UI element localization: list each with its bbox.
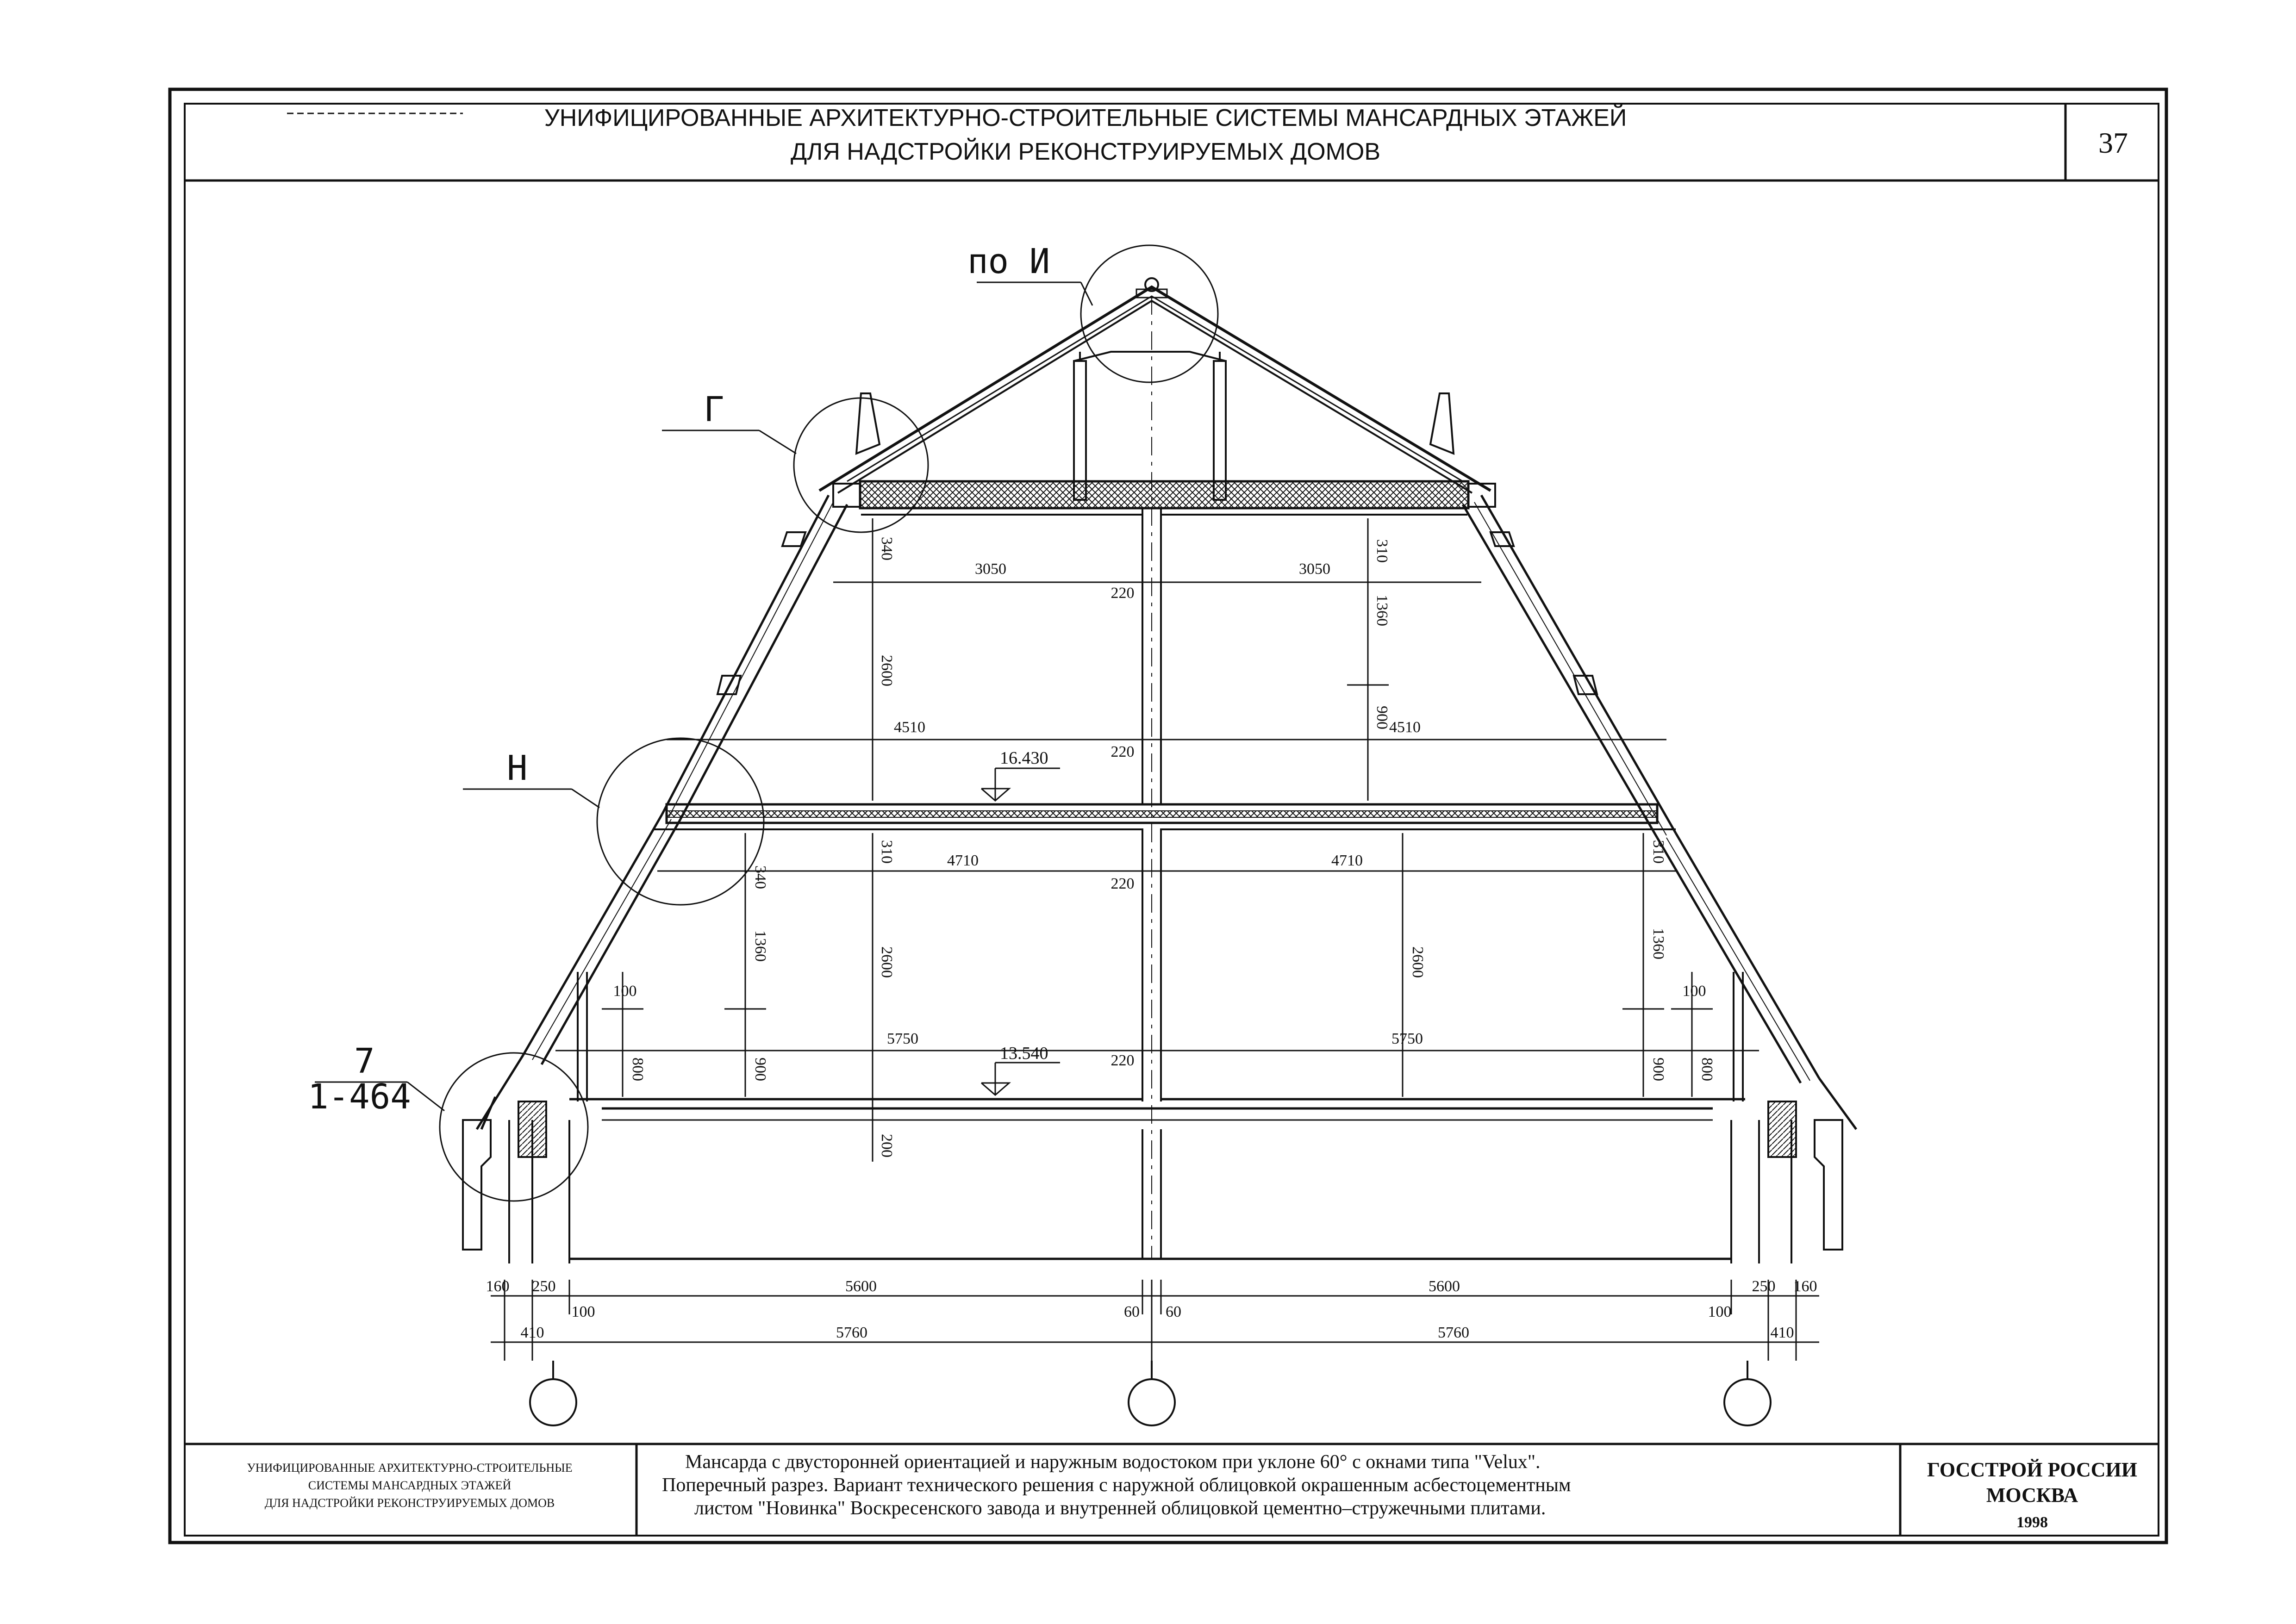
dim-lower-left-1360: 1360 [752, 930, 769, 962]
tb-mid-line1: Мансарда с двусторонней ориентацией и на… [685, 1451, 1541, 1473]
existing-walls [508, 1101, 1797, 1263]
header: УНИФИЦИРОВАННЫЕ АРХИТЕКТУРНО-СТРОИТЕЛЬНЫ… [185, 104, 2159, 182]
dim-base-left-900: 900 [752, 1058, 769, 1081]
tb-left-line2: СИСТЕМЫ МАНСАРДНЫХ ЭТАЖЕЙ [308, 1479, 512, 1492]
dim-base-wall: 220 [1111, 1052, 1135, 1069]
dim-bottom-410-right: 410 [1771, 1324, 1794, 1341]
dim-base-right-800: 800 [1698, 1058, 1716, 1081]
level-markers [981, 767, 1060, 1096]
header-title-line2: ДЛЯ НАДСТРОЙКИ РЕКОНСТРУИРУЕМЫХ ДОМОВ [791, 138, 1380, 165]
dim-bottom-250-left: 250 [532, 1278, 556, 1295]
dim-lower-left-100: 100 [613, 983, 637, 1000]
dim-base-right-span: 5750 [1391, 1030, 1423, 1047]
dim-base-right-900: 900 [1650, 1058, 1667, 1081]
dim-base-200: 200 [878, 1134, 895, 1157]
inner-frame [184, 103, 2159, 1537]
tb-mid-line3: листом "Новинка" Воскресенского завода и… [694, 1498, 1546, 1519]
dim-upper-right-vert2: 900 [1373, 706, 1391, 729]
dim-upper-right-vert: 1360 [1373, 595, 1391, 626]
dim-base-left-span: 5750 [887, 1030, 918, 1047]
axis-circles [529, 1378, 1772, 1426]
dim-upper-wall: 220 [1111, 585, 1135, 602]
dim-bottom-250-right: 250 [1752, 1278, 1776, 1295]
dim-lower-right-span: 4710 [1331, 852, 1363, 869]
bottom-dim-chain [491, 1280, 1819, 1361]
dim-bottom-60-left: 60 [1124, 1303, 1140, 1320]
central-wall [1142, 296, 1162, 1259]
left-mansard-wall [475, 494, 849, 1130]
section-drawing [315, 244, 1858, 1379]
dim-upper-right-span: 3050 [1299, 560, 1330, 578]
dim-bottom-60-right: 60 [1166, 1303, 1181, 1320]
callout-knee: Н [507, 748, 528, 788]
callout-eave-upper: Г [704, 390, 724, 429]
tb-right-line3: 1998 [2016, 1514, 2048, 1531]
vertical-dim-lines [622, 518, 1693, 1162]
dim-bottom-5600-right: 5600 [1429, 1278, 1460, 1295]
ridge-posts [1073, 351, 1227, 501]
callout-leaders [315, 281, 1093, 1112]
tb-right-line1: ГОССТРОЙ РОССИИ [1927, 1458, 2137, 1481]
dim-bottom-410-left: 410 [521, 1324, 544, 1341]
dim-lower-wall: 220 [1111, 875, 1135, 892]
dim-lower-right-100: 100 [1683, 983, 1706, 1000]
dim-lower-right-1360: 1360 [1650, 928, 1667, 959]
dim-mid-right-span: 4510 [1389, 719, 1421, 736]
dim-mid-left-span: 4510 [894, 719, 925, 736]
callout-ridge: по И [967, 242, 1050, 281]
dim-upper-left-span: 3050 [975, 560, 1006, 578]
dim-bottom-5760-right: 5760 [1438, 1324, 1469, 1341]
right-mansard-wall [1461, 494, 1858, 1130]
vent-caps [855, 392, 1455, 455]
tb-right-line2: МОСКВА [1986, 1484, 2078, 1506]
dim-bottom-160-right: 160 [1794, 1278, 1817, 1295]
mansard-knee-walls [577, 972, 1744, 1101]
header-title-line1: УНИФИЦИРОВАННЫЕ АРХИТЕКТУРНО-СТРОИТЕЛЬНЫ… [544, 104, 1627, 131]
detail-circles [439, 244, 1219, 1202]
dim-ticks [602, 684, 1713, 1010]
dim-bottom-5600-left: 5600 [845, 1278, 877, 1295]
axis-bubble-center [1128, 1378, 1176, 1426]
lower-floor-slab [569, 1098, 1745, 1121]
dim-bottom-5760-left: 5760 [836, 1324, 867, 1341]
axis-bubble-left [529, 1378, 577, 1426]
tb-mid-line2: Поперечный разрез. Вариант технического … [662, 1475, 1571, 1496]
mid-floor-slab [653, 803, 1676, 830]
dim-upper-height: 2600 [878, 655, 895, 686]
dim-bottom-160-left: 160 [486, 1278, 510, 1295]
dim-upper-slab-left: 340 [878, 537, 895, 560]
axis-bubbles [552, 1361, 1748, 1379]
dim-upper-slab-right: 310 [1373, 539, 1391, 563]
outer-frame [168, 87, 2168, 1544]
level-upper: 16.430 [1000, 748, 1048, 768]
dim-floor-slab-left: 310 [878, 840, 895, 864]
attic-slab [859, 480, 1470, 510]
tb-left-line3: ДЛЯ НАДСТРОЙКИ РЕКОНСТРУИРУЕМЫХ ДОМОВ [265, 1496, 555, 1510]
title-block: УНИФИЦИРОВАННЫЕ АРХИТЕКТУРНО-СТРОИТЕЛЬНЫ… [185, 1443, 2159, 1536]
callout-base-ref: 1-464 [308, 1077, 411, 1117]
vertical-dimension-texts: 340 310 2600 1360 900 310 340 310 1360 2… [629, 537, 1716, 1157]
upper-roof [818, 277, 1491, 494]
level-lower: 13.540 [1000, 1044, 1048, 1063]
page-number: 37 [2098, 126, 2128, 159]
dim-lower-left-2600: 2600 [878, 946, 895, 978]
gutters [462, 1119, 1843, 1251]
dim-lower-left-span: 4710 [947, 852, 979, 869]
dim-floor-slab-right: 310 [1650, 840, 1667, 864]
dim-bottom-100-left: 100 [572, 1303, 595, 1320]
dim-base-left-800: 800 [629, 1058, 646, 1081]
callout-base-num: 7 [354, 1041, 375, 1081]
dim-bottom-100-right: 100 [1708, 1303, 1732, 1320]
axis-bubble-right [1723, 1378, 1772, 1426]
knee-pieces [716, 531, 1598, 695]
bottom-chain-texts: 160 250 5600 5600 250 160 100 60 60 100 … [486, 1278, 1817, 1341]
dim-mid-wall: 220 [1111, 743, 1135, 760]
dimension-texts: 3050 3050 220 4510 4510 220 4710 4710 22… [613, 560, 1706, 1069]
dim-lower-right-2600: 2600 [1409, 946, 1426, 978]
tb-left-line1: УНИФИЦИРОВАННЫЕ АРХИТЕКТУРНО-СТРОИТЕЛЬНЫ… [247, 1461, 572, 1475]
dim-floor-slab-left2: 340 [752, 865, 769, 889]
